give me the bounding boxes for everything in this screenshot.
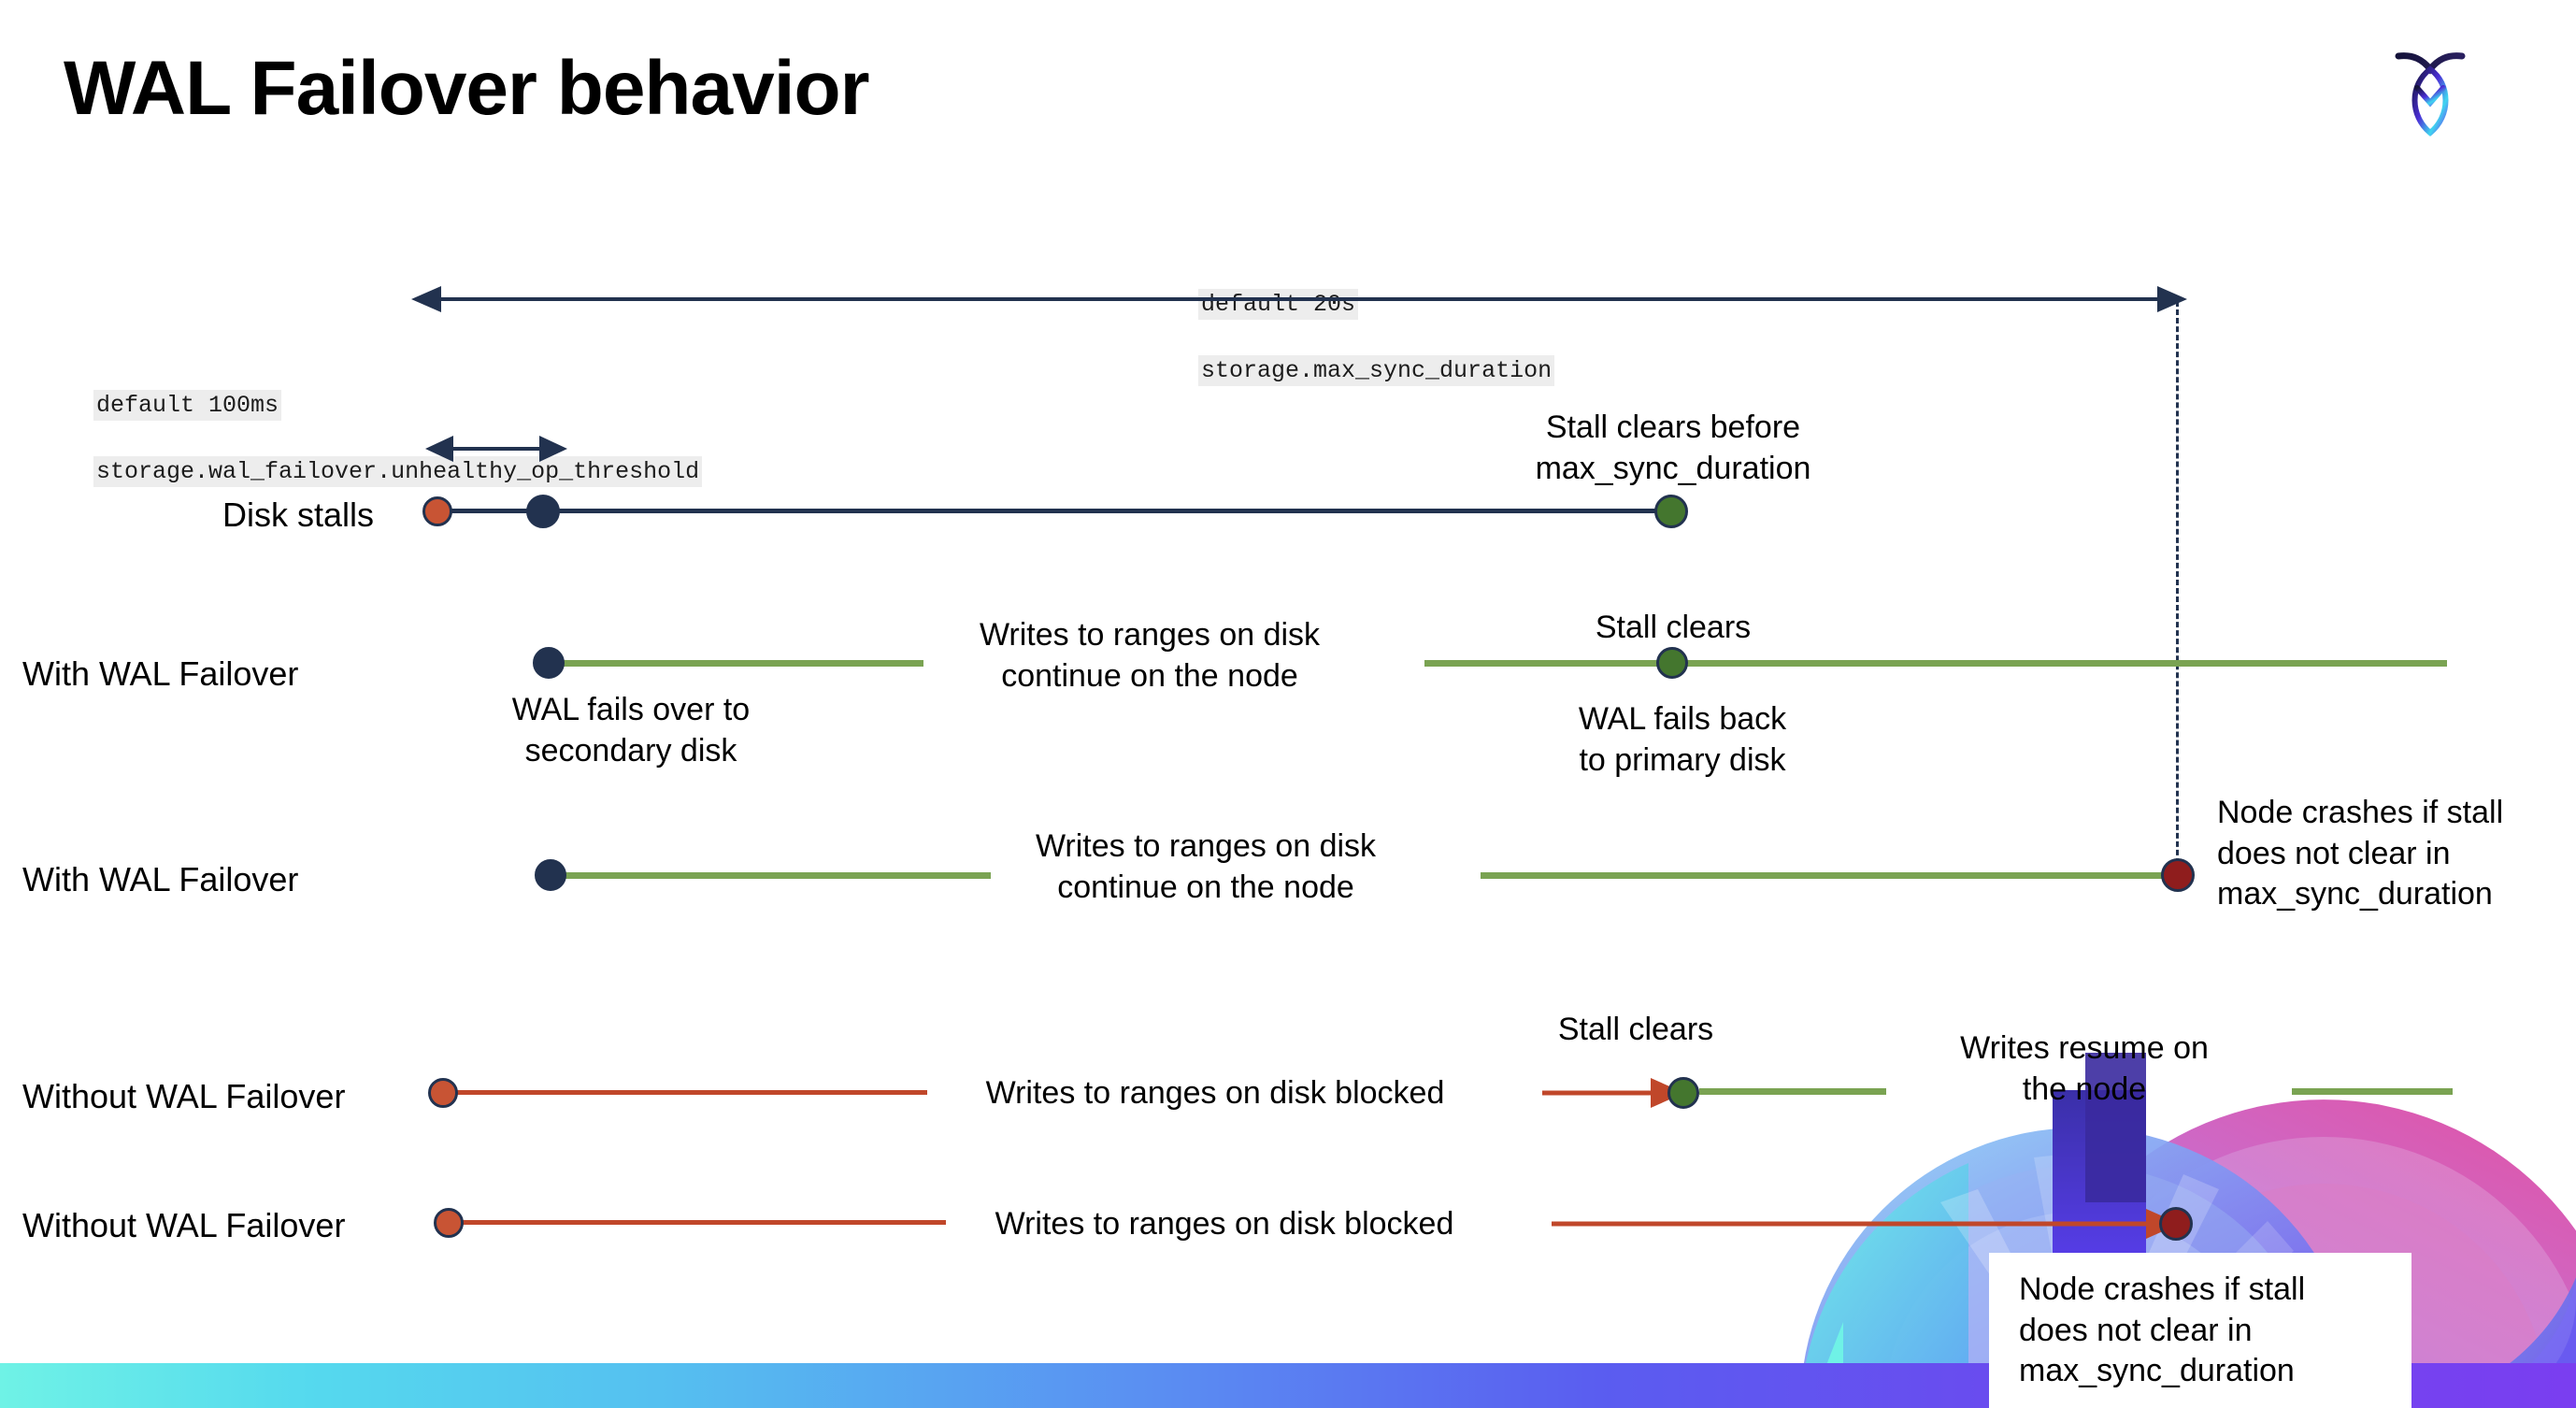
without-wal-1-blocked-segment-a	[454, 1090, 927, 1095]
annotation-threshold-default: default 100ms	[93, 389, 282, 421]
row-label-disk-stalls: Disk stalls	[222, 496, 375, 534]
wal-failover-2-start-dot	[535, 859, 566, 891]
annotation-max-sync-duration: default 20s storage.max_sync_duration	[1142, 254, 1555, 421]
wal-failover-1-segment-b	[1424, 660, 2447, 667]
without-wal-2-start-dot	[434, 1208, 464, 1238]
note-wal-fails-back-primary: WAL fails back to primary disk	[1578, 701, 1787, 778]
row-label-with-wal-failover-1: With WAL Failover	[22, 654, 299, 693]
max-sync-duration-dashed-guide	[2176, 301, 2179, 881]
wal-failover-2-segment-b	[1481, 872, 2174, 879]
note-writes-blocked-1: Writes to ranges on disk blocked	[985, 1075, 1445, 1111]
without-wal-1-start-dot	[428, 1078, 458, 1108]
without-wal-2-blocked-arrow	[1552, 1209, 2180, 1239]
row-label-without-wal-failover-2: Without WAL Failover	[22, 1206, 346, 1244]
note-writes-resume: Writes resume on the node	[1960, 1030, 2209, 1107]
cockroachdb-logo-icon	[2395, 52, 2466, 136]
wal-failover-1-clear-dot	[1656, 647, 1688, 679]
note-stall-clears-before-max-sync: Stall clears before max_sync_duration	[1535, 409, 1811, 486]
note-node-crashes-2: Node crashes if stall does not clear in …	[2019, 1272, 2306, 1389]
row-label-with-wal-failover-2: With WAL Failover	[22, 860, 299, 898]
without-wal-1-clear-dot	[1667, 1077, 1699, 1109]
unhealthy-op-threshold-span-arrow	[425, 436, 567, 462]
annotation-max-sync-default: default 20s	[1198, 288, 1359, 320]
wal-failover-1-segment-a	[550, 660, 923, 667]
note-stall-clears-2: Stall clears	[1557, 1012, 1714, 1047]
wal-failover-2-crash-dot	[2161, 858, 2195, 892]
annotation-unhealthy-op-threshold: default 100ms storage.wal_failover.unhea…	[37, 355, 703, 522]
note-writes-continue-2: Writes to ranges on disk continue on the…	[1035, 828, 1377, 905]
note-node-crashes-2-backdrop	[1989, 1253, 2411, 1408]
wal-failover-2-segment-a	[555, 872, 991, 879]
without-wal-2-crash-dot	[2159, 1207, 2193, 1241]
disk-stalls-start-dot	[422, 496, 452, 526]
annotation-max-sync-setting: storage.max_sync_duration	[1198, 354, 1555, 386]
wal-failover-1-start-dot	[533, 647, 565, 679]
without-wal-2-blocked-segment-a	[460, 1220, 946, 1225]
disk-stalls-threshold-dot	[526, 495, 560, 528]
note-wal-fails-over-secondary: WAL fails over to secondary disk	[511, 692, 751, 769]
note-writes-blocked-2: Writes to ranges on disk blocked	[995, 1206, 1454, 1242]
note-stall-clears-1: Stall clears	[1595, 610, 1752, 645]
note-node-crashes-1: Node crashes if stall does not clear in …	[2217, 795, 2504, 912]
without-wal-1-blocked-arrow	[1542, 1078, 1684, 1108]
without-wal-1-resume-segment-a	[1699, 1088, 1886, 1095]
row-label-without-wal-failover-1: Without WAL Failover	[22, 1077, 346, 1115]
page-title: WAL Failover behavior	[64, 46, 870, 131]
without-wal-1-resume-segment-b	[2292, 1088, 2453, 1095]
note-writes-continue-1: Writes to ranges on disk continue on the…	[979, 617, 1321, 694]
disk-stalls-clear-dot	[1654, 495, 1688, 528]
annotation-threshold-setting: storage.wal_failover.unhealthy_op_thresh…	[93, 455, 703, 487]
disk-stalls-timeline	[437, 509, 1675, 513]
max-sync-duration-span-arrow	[411, 286, 2187, 312]
